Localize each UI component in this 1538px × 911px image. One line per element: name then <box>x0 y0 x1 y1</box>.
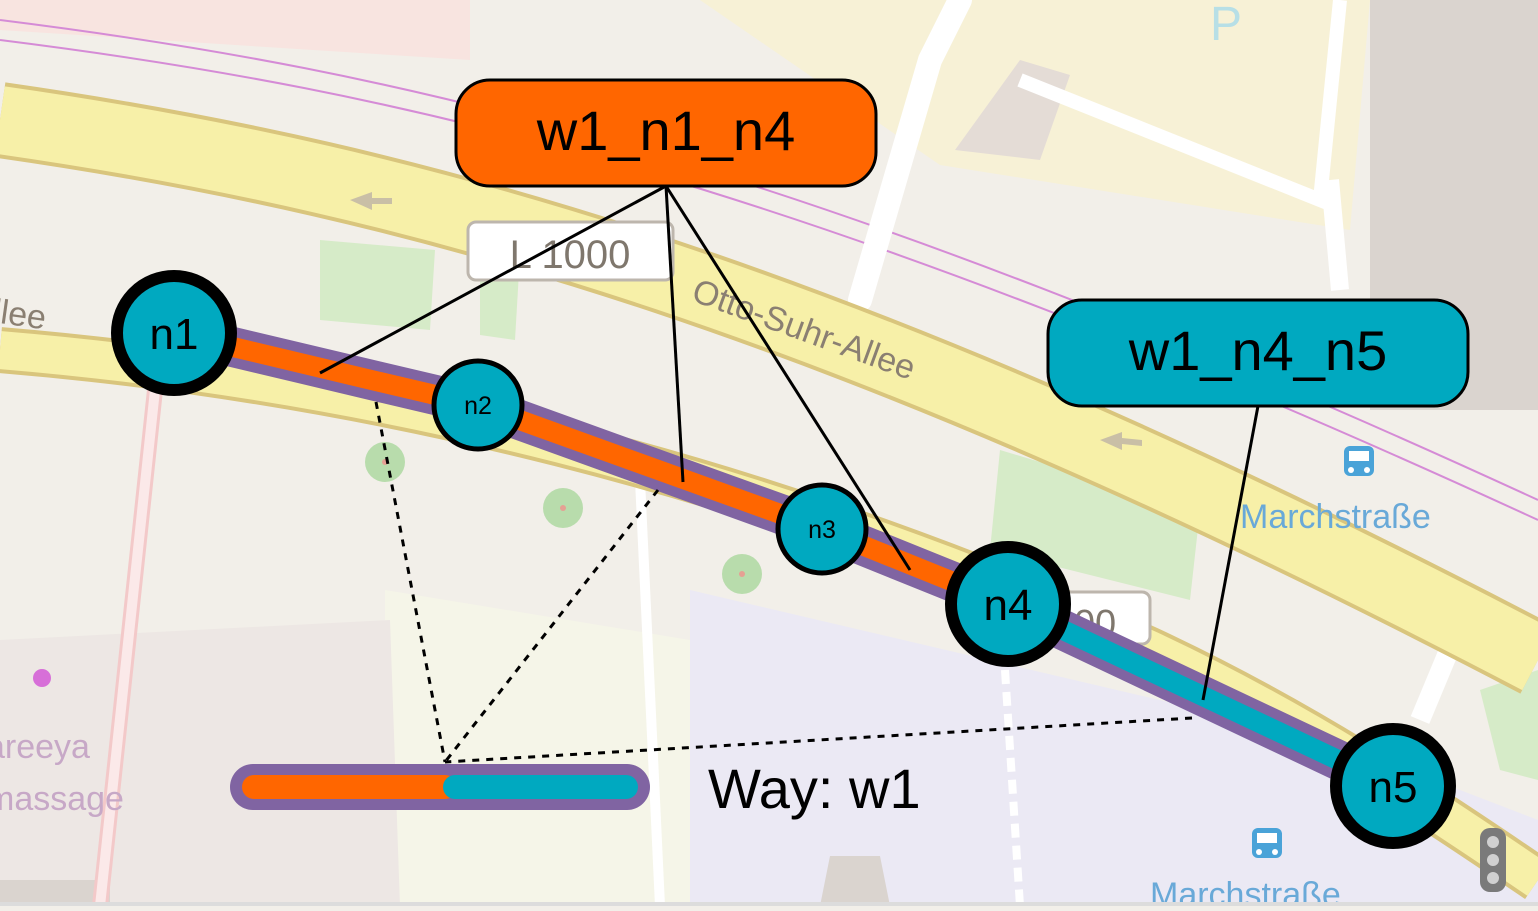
node-n4: n4 <box>945 541 1071 667</box>
green-area-4 <box>1480 670 1538 780</box>
label-leaders-n1-n4 <box>319 184 912 571</box>
segment-label-n4-n5: w1_n4_n5 <box>1046 298 1470 408</box>
parking-icon: P <box>1210 0 1242 51</box>
path-middle <box>635 479 665 907</box>
segment-label-n1-n4: w1_n1_n4 <box>454 78 878 188</box>
parking-aisle <box>1017 0 1347 210</box>
legend-connectors <box>374 401 1193 764</box>
street-name-fragment: llee <box>0 292 49 337</box>
node-label-n3: n3 <box>808 516 836 544</box>
road-ref-label: L 1000 <box>510 233 631 277</box>
bus-stop-icon <box>1344 446 1374 476</box>
building-bottom <box>820 856 890 906</box>
segment-w1-n4-n5 <box>998 594 1403 796</box>
node-label-n1: n1 <box>150 310 199 359</box>
node-n3: n3 <box>775 482 869 576</box>
oneway-arrow-icon <box>350 192 1142 450</box>
building-bottom-left <box>0 880 110 906</box>
node-n2: n2 <box>431 358 525 452</box>
pink-landuse <box>0 0 470 60</box>
traffic-signals-icon <box>1480 828 1506 892</box>
bus-stop-label-2: Marchstraße <box>1150 876 1341 906</box>
label-leader-n4-n5 <box>1201 405 1260 701</box>
node-n1: n1 <box>111 270 237 396</box>
blue-landuse <box>690 590 1538 906</box>
side-street-east <box>1321 179 1349 291</box>
segment-label-n1-n4-text: w1_n1_n4 <box>536 99 795 162</box>
light-landuse <box>385 590 690 906</box>
bus-stop-icon <box>1252 828 1282 858</box>
side-street-north <box>848 0 972 312</box>
tree-icon <box>365 442 762 594</box>
node-label-n5: n5 <box>1369 763 1418 812</box>
segment-label-n4-n5-text: w1_n4_n5 <box>1128 319 1387 382</box>
node-label-n4: n4 <box>984 581 1033 630</box>
node-label-n2: n2 <box>464 392 492 420</box>
way-label: Way: w1 <box>708 757 921 820</box>
poi-label-line2: massage <box>0 780 124 818</box>
path-dashed <box>1001 669 1024 907</box>
bus-stop-label: Marchstraße <box>1240 498 1431 536</box>
road-ref-shield: L 1000 <box>466 220 675 282</box>
green-area-1 <box>320 240 435 330</box>
poi-dot-icon <box>33 669 51 687</box>
way-legend: Way: w1 <box>230 757 921 820</box>
node-n5: n5 <box>1330 723 1456 849</box>
poi-label-line1: areeya <box>0 728 90 766</box>
